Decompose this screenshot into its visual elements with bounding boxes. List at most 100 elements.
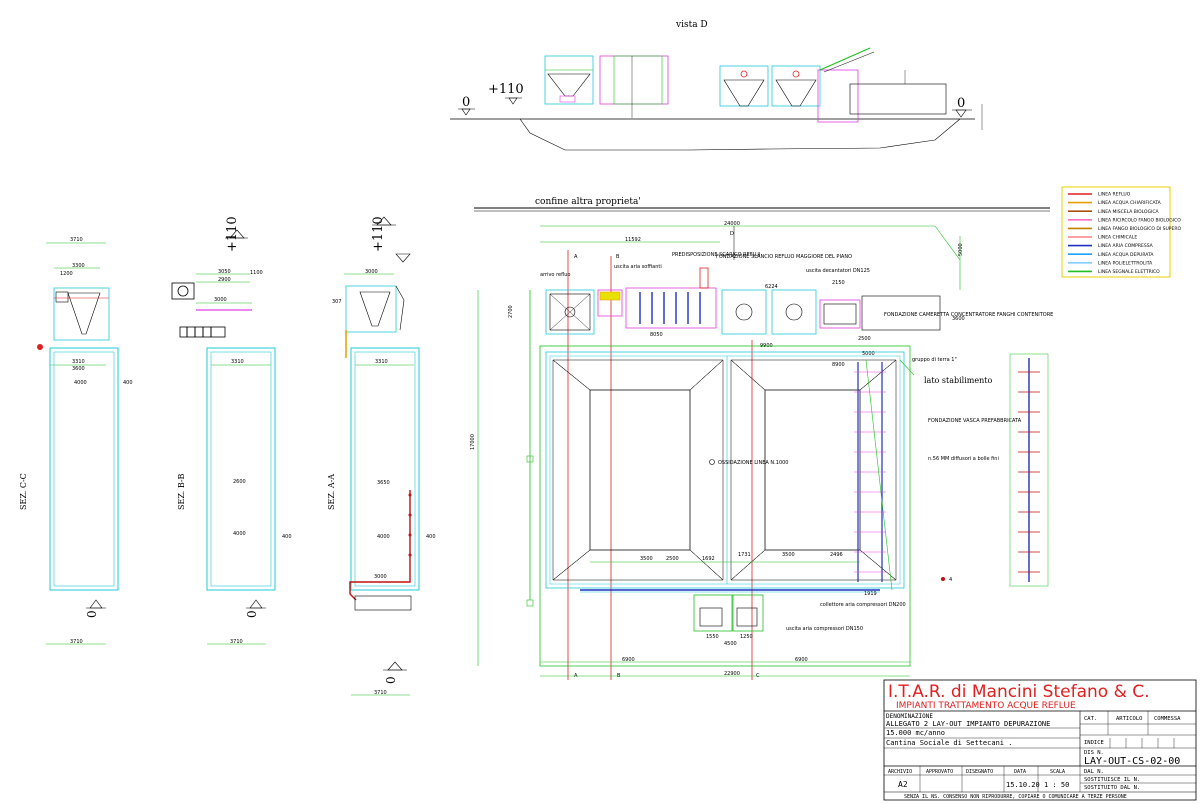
note-diffusori: n.56 MM diffusori a bolle fini [928, 456, 999, 462]
cc-dim-inner: 3300 [72, 263, 85, 269]
note-fondazione-vasca: FONDAZIONE VASCA PREFABBRICATA [928, 418, 1022, 424]
note-uscita-compressori: uscita aria compressori DN150 [786, 626, 863, 632]
dim-6900-right: 6900 [795, 657, 808, 663]
legend-label-1: LINEA ACQUA CHIARIFICATA [1098, 200, 1162, 206]
note-gruppo: gruppo di terra 1" [912, 357, 957, 363]
dim-6900-left: 6900 [622, 657, 635, 663]
dim-1919: 1919 [864, 591, 877, 597]
dim-4500: 4500 [724, 641, 737, 647]
legend-label-7: LINEA ACQUA DEPURATA [1098, 252, 1154, 258]
data-label: DATA [1014, 769, 1026, 775]
dim-5000r: 5000 [958, 243, 964, 256]
level-zero-left: 0 [462, 95, 470, 110]
note-collettore: collettore aria compressori DN200 [820, 602, 906, 608]
legend-label-9: LINEA SEGNALE ELETTRICO [1098, 269, 1160, 275]
bb-level-marker-top: +110 [225, 216, 248, 252]
plan-view: confine altra proprieta' 24000 11592 500… [470, 197, 1053, 680]
section-cc: 3710 3300 1200 3310 3600 4000 400 SEZ. C… [19, 237, 133, 645]
legend-label-0: LINEA REFLUO [1098, 192, 1131, 198]
level-zero-right: 0 [957, 96, 965, 111]
plan-boundary: confine altra proprieta' [535, 197, 641, 207]
dim-22900: 22900 [724, 671, 740, 677]
legend-label-3: LINEA RICIRCOLO FANGO BIOLOGICO [1098, 217, 1181, 223]
legend-label-4: LINEA FANGO BIOLOGICO DI SUPERO [1098, 226, 1181, 232]
dim-17000: 17000 [470, 434, 476, 450]
dim-3510: 3500 [782, 552, 795, 558]
aa-dim-top: 3000 [365, 269, 378, 275]
scala-label: SCALA [1050, 769, 1065, 775]
cc-dim-mid2: 3600 [72, 366, 85, 372]
dim-2150: 2150 [832, 280, 845, 286]
legend: LINEA REFLUO LINEA ACQUA CHIARIFICATA LINE… [1061, 186, 1181, 278]
note-uscita-dissoluzione: uscita decantatori DN125 [806, 268, 870, 274]
aa-dim-bottom: 3710 [374, 690, 387, 696]
dim-1550: 1550 [706, 634, 719, 640]
bb-dim-bottom: 3710 [230, 639, 243, 645]
note-item4: 4 [949, 577, 952, 583]
dim-8050: 8050 [650, 332, 663, 338]
bb-dim-top: 3050 [218, 269, 231, 275]
dim-1731: 1731 [738, 552, 751, 558]
dim-11592: 11592 [625, 237, 641, 243]
level-marker-zero-right: 0 [952, 96, 972, 118]
cc-dim-depth: 4000 [74, 380, 87, 386]
bb-dim-inner: 3000 [214, 297, 227, 303]
bb-level: 0 [245, 610, 259, 618]
dim-2496: 2496 [830, 552, 843, 558]
cc-dim-mid: 3310 [72, 359, 85, 365]
dim-width-total: 24000 [724, 221, 740, 227]
detail-diffuser-pipe [1009, 353, 1049, 587]
title-line-2: 15.000 mc/anno [886, 729, 945, 737]
disegnato-label: DISEGNATO [966, 769, 993, 775]
bb-dim-mid: 3310 [231, 359, 244, 365]
level-110: +110 [488, 82, 524, 97]
section-aa: +110 3000 307 3310 3650 4000 400 3000 SE… [327, 216, 436, 696]
view-d-elevation: vista D 0 +110 0 [450, 20, 983, 151]
aa-dim-small: 307 [332, 299, 342, 305]
cc-side: 400 [123, 380, 133, 386]
drawing-number: LAY-OUT-CS-02-00 [1084, 756, 1180, 767]
bb-dim-depth: 2600 [233, 479, 246, 485]
plan-side-label: lato stabilimento [924, 376, 992, 385]
cat-label: CAT. [1084, 716, 1097, 722]
footer-notice: SENZA IL NS. CONSENSO NON RIPRODURRE, CO… [904, 794, 1127, 800]
legend-label-6: LINEA ARIA COMPRESSA [1098, 243, 1154, 249]
cc-level: 0 [85, 610, 99, 618]
aa-dim-depth2: 4000 [377, 534, 390, 540]
denominazione-label: DENOMINAZIONE [886, 713, 933, 720]
title-line-3: Cantina Sociale di Settecani . [886, 739, 1012, 747]
note-uscita: uscita aria soffianti [614, 264, 662, 270]
articolo-label: ARTICOLO [1116, 716, 1143, 722]
section-marker-a-top: A [574, 254, 578, 260]
level-marker-110: +110 [488, 82, 524, 105]
cc-section-name: SEZ. C-C [19, 473, 28, 510]
data-value: 15.10.20 [1006, 781, 1040, 789]
company-subtitle: IMPIANTI TRATTAMENTO ACQUE REFLUE [896, 701, 1076, 711]
dis-n-label: DIS N. [1084, 750, 1104, 756]
bb-section-name: SEZ. B-B [177, 473, 186, 510]
legend-label-5: LINEA CHIMICALE [1098, 235, 1137, 241]
approvato-label: APPROVATO [926, 769, 953, 775]
aa-level: 0 [384, 676, 398, 684]
scala-value: 1 : 50 [1044, 781, 1069, 789]
aa-level-top: +110 [371, 216, 386, 252]
note-ossidazione: OSSIDAZIONE LINEA N.1000 [718, 460, 789, 466]
aa-dim-mid: 3310 [375, 359, 388, 365]
note-predisposizione: PREDISPOSIZIONE SCARICO REFLUI [672, 252, 760, 258]
dim-8900: 8900 [832, 362, 845, 368]
archivio-label: ARCHIVIO [888, 769, 912, 775]
sostituito-label: SOSTITUITO DAL N. [1084, 785, 1140, 791]
dim-3500: 3500 [640, 556, 653, 562]
bb-level-top: +110 [225, 216, 240, 252]
commessa-label: COMMESSA [1154, 716, 1181, 722]
section-marker-d: D [730, 231, 734, 237]
aa-section-name: SEZ. A-A [327, 474, 336, 510]
legend-label-2: LINEA MISCELA BIOLOGICA [1098, 209, 1160, 215]
dim-2500b: 2500 [666, 556, 679, 562]
aa-side: 400 [426, 534, 436, 540]
bb-dim-top2: 2900 [218, 277, 231, 283]
view-d-title: vista D [675, 20, 708, 30]
aa-level-marker-top: +110 [371, 216, 411, 263]
company-name: I.T.A.R. di Mancini Stefano & C. [888, 682, 1150, 702]
